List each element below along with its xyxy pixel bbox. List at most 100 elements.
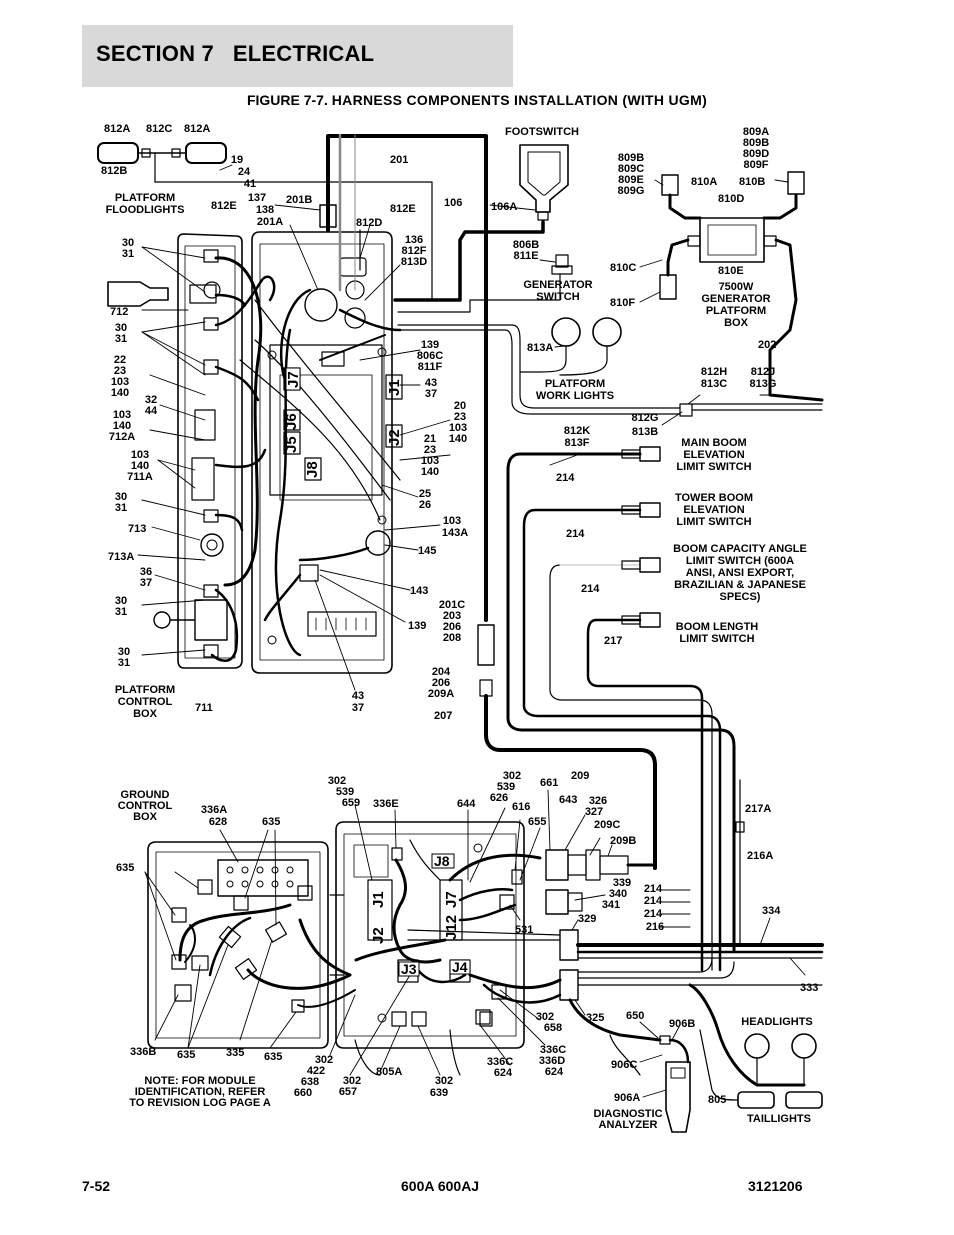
connector-label: J8 <box>304 461 321 478</box>
wire-label: 812E <box>211 200 237 212</box>
wire-label: 209C <box>594 819 620 831</box>
wire-label: 145 <box>418 545 436 557</box>
section-name: ELECTRICAL <box>232 41 375 66</box>
figure-title: HARNESS COMPONENTS INSTALLATION (WITH UG… <box>331 92 708 108</box>
taillights-label: TAILLIGHTS <box>747 1113 811 1125</box>
connector-label: J1 <box>386 379 403 396</box>
headlights-label: HEADLIGHTS <box>741 1016 813 1028</box>
wire-label: 139 <box>408 620 426 632</box>
figure-number: FIGURE 7-7. <box>246 92 328 108</box>
connector-label: J12 <box>443 915 460 940</box>
wire-label: 143 <box>410 585 428 597</box>
wire-label: 661 <box>540 777 558 789</box>
connector-label: J2 <box>370 927 387 944</box>
wire-label: 336E <box>373 798 399 810</box>
connector-label: J4 <box>452 959 468 975</box>
connector-label: J2 <box>386 429 403 446</box>
wire-label: 616 <box>512 801 530 813</box>
ground-control-box <box>147 841 329 1049</box>
platform-floodlights <box>97 142 433 301</box>
footswitch <box>519 144 569 221</box>
wire-label: 711 <box>195 702 213 714</box>
wire-label: 810D <box>718 193 744 205</box>
wire-label: 334 <box>762 905 781 917</box>
wire-label: 805 <box>708 1094 726 1106</box>
wire-label: 216A <box>747 850 773 862</box>
platform-work-lights <box>519 317 622 376</box>
section-header: SECTION 7 ELECTRICAL <box>82 25 513 87</box>
wire-label: 812C <box>146 123 172 135</box>
wire-label: 812B <box>101 165 127 177</box>
wire-label: 635 <box>262 816 280 828</box>
tower-boom-switch <box>621 502 661 518</box>
wire-label: 812A <box>184 123 210 135</box>
connector-label: J3 <box>401 961 417 977</box>
wire-label: 810C <box>610 262 636 274</box>
section-title: SECTION 7 ELECTRICAL <box>96 41 374 67</box>
wire-label: 906C <box>611 1059 637 1071</box>
model-number: 600A 600AJ <box>401 1178 480 1194</box>
boom-length-switch <box>621 612 661 628</box>
connector-label: J7 <box>285 371 302 388</box>
footswitch-label: FOOTSWITCH <box>505 126 579 138</box>
wire-label: 812A <box>104 123 130 135</box>
wire-label: 214 <box>581 583 600 595</box>
wire-label: 810E <box>718 265 744 277</box>
taillights <box>737 1091 823 1109</box>
wire-label: 214 <box>556 472 575 484</box>
connector-label: J7 <box>443 891 460 908</box>
wire-label: 207 <box>434 710 452 722</box>
connector-label: J5 <box>283 436 300 453</box>
wire-label: 202 <box>758 339 776 351</box>
wire-label: 805A <box>376 1066 402 1078</box>
wire-label: 106 <box>444 197 462 209</box>
main-boom-switch <box>621 446 661 462</box>
wire-label: 217A <box>745 803 771 815</box>
wire-label: 209 <box>571 770 589 782</box>
wire-label: 810F <box>610 297 635 309</box>
wire-label: 106A <box>491 201 517 213</box>
wire-label: 713 <box>128 523 146 535</box>
wire-label: 906A <box>614 1092 640 1104</box>
wire-label: 335 <box>226 1047 244 1059</box>
